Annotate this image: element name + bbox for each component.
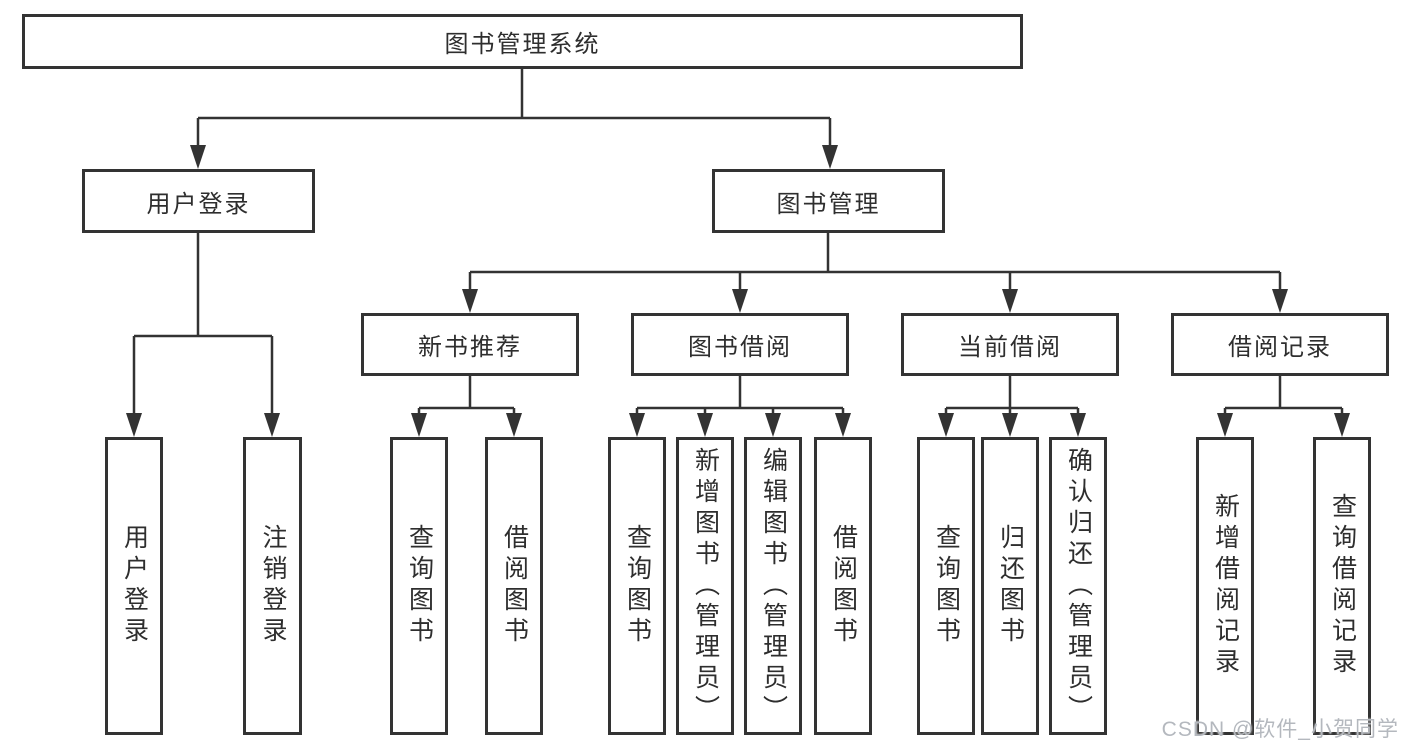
leaf-confirm-return-admin: 确认归还（管理员） xyxy=(1049,437,1107,735)
leaf-return-books-label: 归还图书 xyxy=(996,524,1025,648)
leaf-add-borrow-record-label: 新增借阅记录 xyxy=(1211,493,1240,679)
leaf-user-login-label: 用户登录 xyxy=(120,524,149,648)
leaf-add-books-admin: 新增图书（管理员） xyxy=(676,437,734,735)
leaf-borrow-query-books: 查询图书 xyxy=(608,437,666,735)
node-user-login: 用户登录 xyxy=(82,169,315,233)
node-book-management-label: 图书管理 xyxy=(776,190,881,218)
csdn-watermark: CSDN @软件_小贺同学 xyxy=(1161,718,1399,741)
leaf-borrow-books-label: 借阅图书 xyxy=(829,524,858,648)
leaf-logout: 注销登录 xyxy=(243,437,302,735)
node-user-login-label: 用户登录 xyxy=(146,190,251,218)
leaf-confirm-return-admin-label: 确认归还（管理员） xyxy=(1064,446,1093,726)
node-book-borrow: 图书借阅 xyxy=(631,313,849,376)
leaf-add-borrow-record: 新增借阅记录 xyxy=(1196,437,1254,735)
leaf-edit-books-admin: 编辑图书（管理员） xyxy=(744,437,802,735)
leaf-current-query-books-label: 查询图书 xyxy=(932,524,961,648)
leaf-current-query-books: 查询图书 xyxy=(917,437,975,735)
node-root: 图书管理系统 xyxy=(22,14,1023,69)
leaf-add-books-admin-label: 新增图书（管理员） xyxy=(691,446,720,726)
node-book-management: 图书管理 xyxy=(712,169,945,233)
leaf-edit-books-admin-label: 编辑图书（管理员） xyxy=(759,446,788,726)
leaf-query-borrow-record-label: 查询借阅记录 xyxy=(1328,493,1357,679)
node-book-borrow-label: 图书借阅 xyxy=(688,334,792,361)
leaf-user-login: 用户登录 xyxy=(105,437,163,735)
leaf-recommend-borrow-books: 借阅图书 xyxy=(485,437,543,735)
leaf-return-books: 归还图书 xyxy=(981,437,1039,735)
node-new-book-recommend-label: 新书推荐 xyxy=(418,334,522,361)
leaf-borrow-books: 借阅图书 xyxy=(814,437,872,735)
node-new-book-recommend: 新书推荐 xyxy=(361,313,579,376)
node-current-borrow: 当前借阅 xyxy=(901,313,1119,376)
node-root-label: 图书管理系统 xyxy=(444,31,601,58)
node-current-borrow-label: 当前借阅 xyxy=(958,334,1062,361)
leaf-borrow-query-books-label: 查询图书 xyxy=(623,524,652,648)
leaf-logout-label: 注销登录 xyxy=(259,524,287,648)
leaf-recommend-borrow-books-label: 借阅图书 xyxy=(500,524,529,648)
leaf-query-borrow-record: 查询借阅记录 xyxy=(1313,437,1371,735)
node-borrow-records: 借阅记录 xyxy=(1171,313,1389,376)
leaf-recommend-query-books-label: 查询图书 xyxy=(405,524,434,648)
leaf-recommend-query-books: 查询图书 xyxy=(390,437,448,735)
node-borrow-records-label: 借阅记录 xyxy=(1228,334,1332,361)
